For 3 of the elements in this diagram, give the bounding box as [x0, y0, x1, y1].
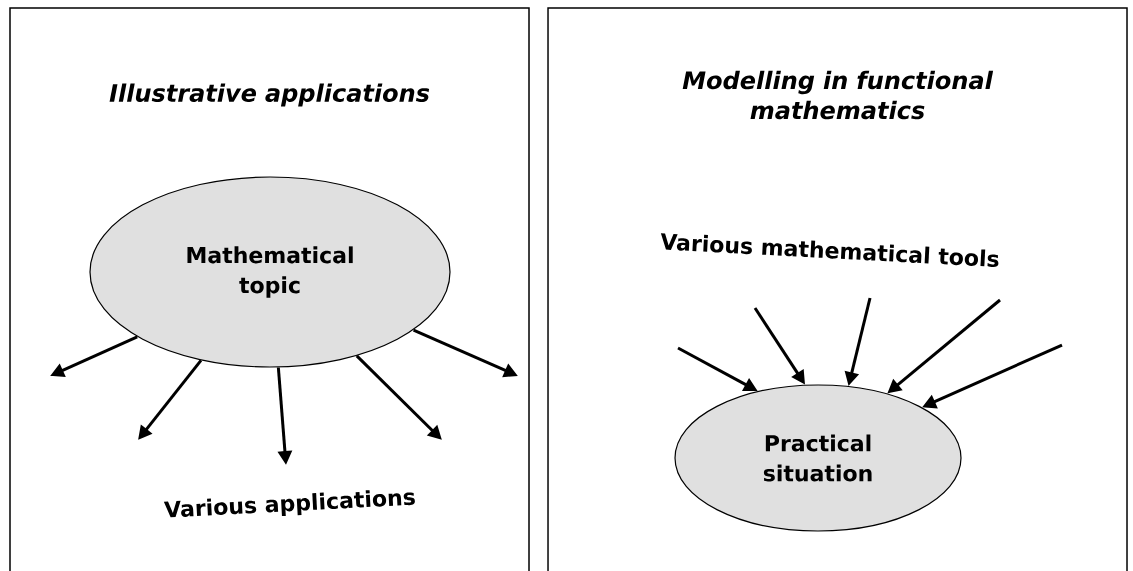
curved-label: Various mathematical tools [660, 233, 999, 268]
curved-label: Various applications [163, 490, 415, 518]
arrow [355, 354, 442, 440]
